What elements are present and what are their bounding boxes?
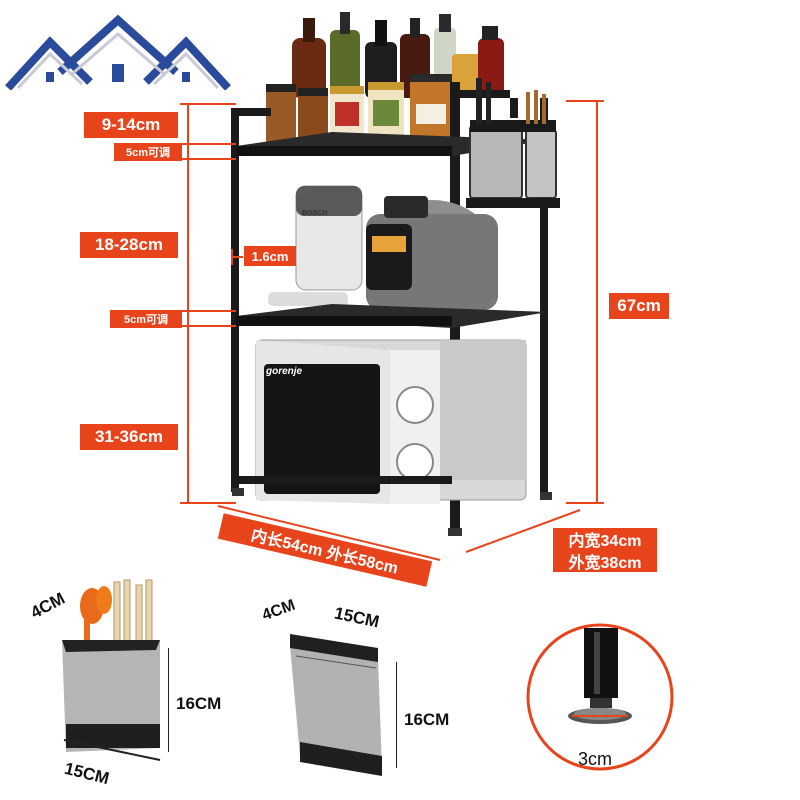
spice-bottles bbox=[292, 12, 504, 98]
height-tick-top bbox=[566, 100, 604, 102]
house-logo-icon bbox=[5, 14, 231, 90]
height-label: 67cm bbox=[609, 293, 669, 319]
tick-6 bbox=[180, 502, 236, 504]
tick-2 bbox=[180, 143, 236, 145]
tube-label: 1.6cm bbox=[244, 246, 296, 266]
spice-jars bbox=[266, 74, 452, 144]
tick-5 bbox=[180, 325, 236, 327]
height-dimension-line bbox=[596, 100, 598, 504]
left-dimension-line bbox=[187, 103, 189, 503]
microwave-brand-text: gorenje bbox=[266, 366, 303, 377]
gap-bottom-label: 31-36cm bbox=[80, 424, 178, 450]
coffee-brand-text: BOSCH bbox=[302, 210, 328, 217]
knife-block-height-line bbox=[396, 662, 397, 768]
height-tick-bottom bbox=[566, 502, 604, 504]
outer-width-label: 外宽38cm bbox=[553, 550, 657, 572]
length-dimension-lines bbox=[217, 505, 581, 561]
adjust-top-label: 5cm可调 bbox=[114, 143, 182, 161]
knife-block-illustration bbox=[290, 634, 382, 776]
knife-block-height: 16CM bbox=[404, 710, 450, 729]
tick-1 bbox=[180, 103, 236, 105]
inner-width-label: 内宽34cm bbox=[553, 528, 657, 550]
tick-4 bbox=[180, 310, 236, 312]
foot-diameter: 3cm bbox=[578, 749, 613, 769]
utensil-holder-height: 16CM bbox=[176, 694, 222, 713]
utensil-holder-height-line bbox=[168, 648, 169, 752]
tick-3 bbox=[180, 158, 236, 160]
adjust-middle-label: 5cm可调 bbox=[110, 310, 182, 328]
gap-top-label: 9-14cm bbox=[84, 112, 178, 138]
tube-marker-bar bbox=[231, 256, 243, 258]
kitchen-rack-illustration bbox=[231, 12, 560, 536]
utensil-holder-illustration bbox=[62, 579, 161, 761]
gap-middle-label: 18-28cm bbox=[80, 232, 178, 258]
foot-detail-illustration bbox=[526, 623, 674, 771]
